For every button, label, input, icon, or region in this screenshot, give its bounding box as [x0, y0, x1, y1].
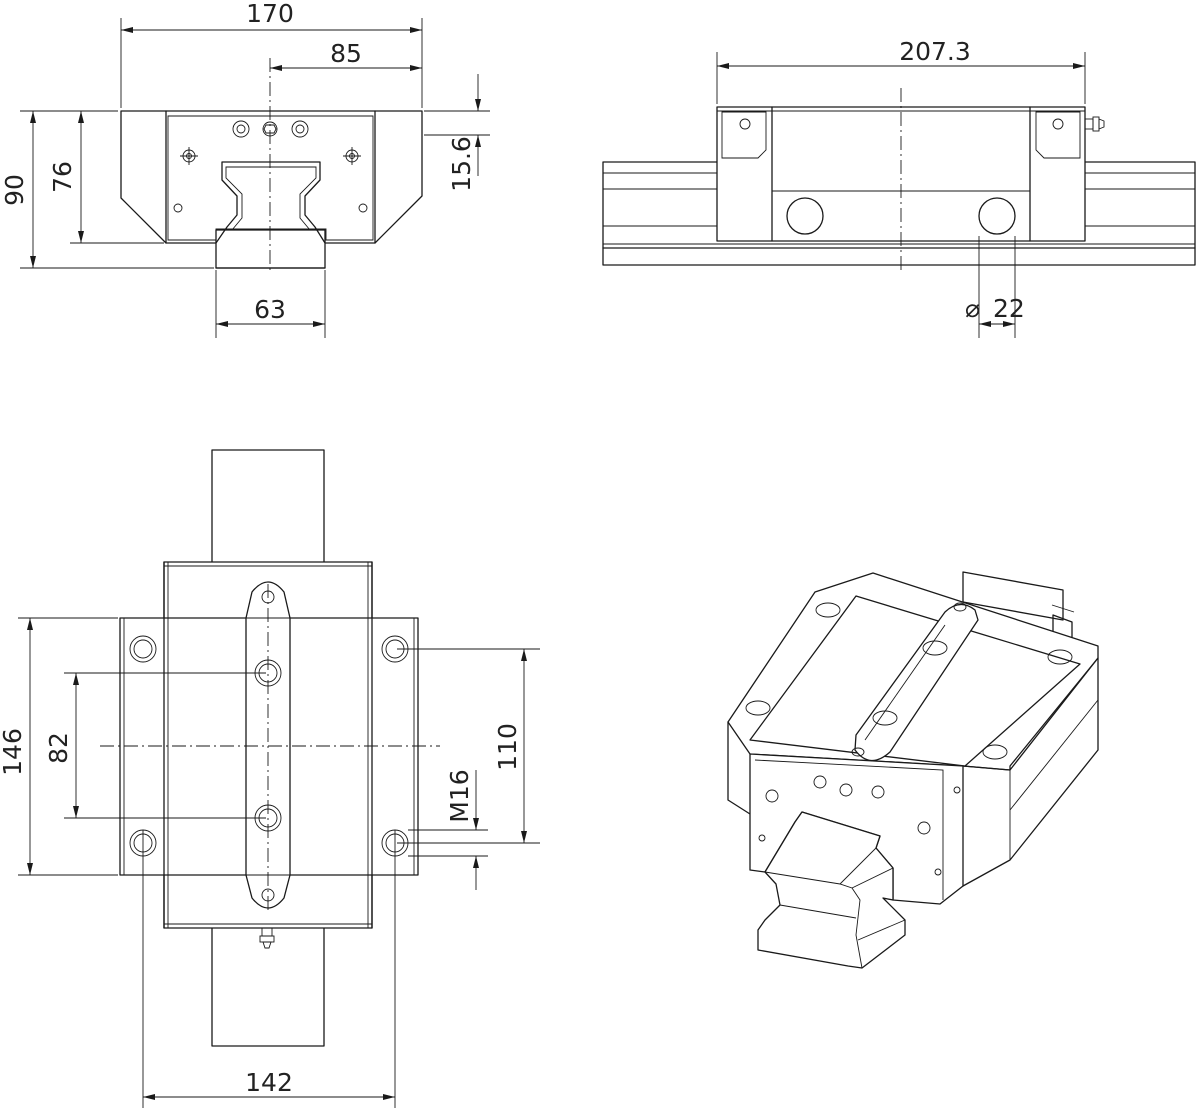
- iso-hole-2: [745, 700, 771, 716]
- iso-hole-6: [872, 710, 898, 726]
- iso-hole-3: [1047, 649, 1073, 665]
- dim-63: 63: [254, 295, 286, 324]
- side-grease-nipple: [1084, 116, 1105, 132]
- dim-85: 85: [330, 39, 362, 68]
- front-screw-left: [232, 120, 250, 138]
- dim-142: 142: [245, 1068, 293, 1097]
- front-carriage-outline: [120, 110, 423, 244]
- iso-hole-4: [982, 744, 1008, 760]
- iso-front-screw-2: [871, 785, 885, 799]
- front-seal-screw-left: [180, 147, 198, 165]
- top-view: 146 82 110 M16 142: [0, 449, 540, 1108]
- side-seal-screw-right: [1052, 118, 1064, 130]
- iso-hole-1: [815, 602, 841, 618]
- front-seal-screw-right: [343, 147, 361, 165]
- dim-15-6: 15.6: [447, 136, 476, 192]
- dim-76: 76: [48, 161, 77, 193]
- side-seal-screw-left: [739, 118, 751, 130]
- iso-rail-front: [757, 811, 906, 969]
- iso-front-screw-3: [765, 789, 779, 803]
- dim-22: 22: [993, 294, 1025, 323]
- iso-front-screw-1: [813, 775, 827, 789]
- dim-diameter-symbol: ⌀: [965, 294, 980, 323]
- front-bolt-hole-left: [173, 203, 183, 213]
- side-end-seal-left: [721, 111, 767, 159]
- dim-90: 90: [0, 174, 29, 206]
- iso-front-screw-4: [917, 821, 931, 835]
- isometric-view: [727, 571, 1099, 969]
- top-grease-nipple: [259, 927, 275, 949]
- iso-hole-5: [922, 640, 948, 656]
- front-rail-groove: [225, 166, 317, 231]
- front-screw-right: [291, 120, 309, 138]
- dim-110: 110: [493, 723, 522, 771]
- dim-146: 146: [0, 728, 27, 776]
- iso-top-strip: [854, 603, 979, 762]
- dim-82: 82: [44, 732, 73, 764]
- iso-flange-left: [727, 721, 751, 815]
- dim-170: 170: [246, 0, 294, 28]
- side-end-seal-right: [1035, 111, 1081, 159]
- dim-m16: M16: [445, 769, 474, 822]
- side-view: 207.3 ⌀ 22: [602, 37, 1196, 338]
- front-bolt-hole-right: [358, 203, 368, 213]
- iso-grease-nipple: [839, 783, 853, 797]
- dim-207-3: 207.3: [899, 37, 971, 66]
- iso-rail-back: [962, 571, 1064, 621]
- front-end-plate: [167, 115, 374, 241]
- front-rail-profile: [215, 161, 326, 269]
- side-hole-left: [786, 197, 824, 235]
- iso-right-face: [962, 657, 1099, 887]
- top-bolt-hole-tl: [129, 635, 157, 663]
- side-hole-right: [978, 197, 1016, 235]
- front-view: 170 85 90 76 15.6 63: [0, 0, 490, 338]
